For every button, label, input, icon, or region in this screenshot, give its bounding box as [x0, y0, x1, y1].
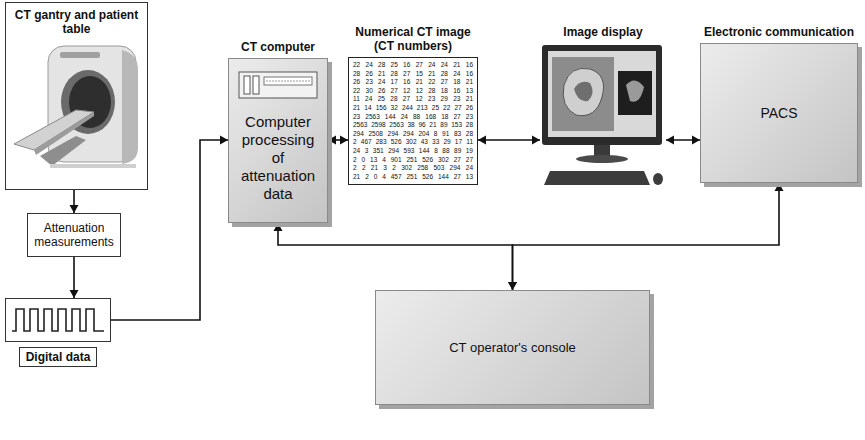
arrowhead	[692, 136, 700, 145]
number-grid-frame: 22 24 28 25 16 27 24 24 21 1628 26 21 28…	[348, 57, 478, 185]
table-cell-row: 22 24 28 25 16 27 24 24 21 16	[353, 61, 473, 70]
arrowhead	[70, 290, 79, 298]
table-cell-row: 11 24 25 28 27 12 23 29 23 21	[353, 95, 473, 104]
label-frame: Digital data	[19, 347, 98, 367]
box-label: Attenuation measurements	[32, 221, 116, 249]
scanner-box: CT gantry and patient table	[5, 2, 148, 190]
arrowhead	[220, 136, 228, 145]
table-cell-row: 24 3 351 294 593 144 8 88 89 19	[353, 147, 473, 156]
computer-panel: Computer processing of attenuation data	[228, 58, 328, 223]
connector-line	[278, 223, 513, 290]
table-cell-row: 21 2 0 4 457 251 526 144 27 13	[353, 173, 473, 182]
connector	[274, 223, 518, 290]
arrowhead	[478, 136, 486, 145]
console-box: CT operator's console	[375, 290, 650, 405]
connector	[478, 136, 540, 145]
arrowhead	[274, 223, 283, 231]
box-label: Digital data	[26, 350, 91, 364]
signal-box: Digital data	[5, 298, 111, 367]
square-wave-signal	[10, 305, 106, 335]
table-cell-row: 26 23 24 17 16 21 22 27 18 21	[353, 78, 473, 87]
box-heading: Image display	[540, 25, 666, 39]
table-cell-row: 2 0 13 4 901 251 526 302 27 27	[353, 156, 473, 165]
connector	[508, 183, 784, 290]
table-cell-row: 21 14 156 32 244 213 25 22 27 26	[353, 104, 473, 113]
computer-box: CT computer Computer processing of atten…	[228, 40, 328, 223]
process-box: Attenuation measurements	[27, 213, 121, 257]
arrowhead	[70, 205, 79, 213]
table-cell-row: 22 30 26 27 12 12 28 18 16 13	[353, 87, 473, 96]
connector-line	[513, 183, 780, 290]
table-cell-row: 294 2508 294 294 204 8 91 83 28	[353, 130, 473, 139]
panel-label: PACS	[760, 105, 797, 121]
box-heading: Electronic communication	[700, 25, 858, 39]
arrowhead	[340, 136, 348, 145]
box-heading: Numerical CT image (CT numbers)	[348, 25, 478, 53]
connector-line	[478, 139, 540, 141]
table-cell-row: 23 2563 144 24 88 168 18 27 23	[353, 113, 473, 122]
connector	[328, 136, 348, 145]
pacs-panel: PACS	[700, 43, 858, 183]
connector	[70, 190, 79, 213]
box-heading: CT gantry and patient table	[10, 8, 143, 36]
arrowhead	[666, 136, 674, 145]
signal-frame	[5, 298, 111, 342]
arrowhead	[532, 136, 540, 145]
monitor-illustration	[540, 45, 666, 195]
box-heading: CT computer	[228, 40, 328, 54]
ct-scanner-illustration	[10, 40, 143, 180]
arrowhead	[775, 183, 784, 191]
computer-icon	[238, 71, 318, 99]
ct-number-grid: Numerical CT image (CT numbers) 22 24 28 …	[348, 25, 478, 185]
display-box: Image display	[540, 25, 666, 195]
arrowhead	[508, 282, 517, 290]
panel-label: CT operator's console	[449, 340, 576, 356]
table-cell-row: 2 2 21 3 2 302 258 503 294 24	[353, 164, 473, 173]
connector	[70, 257, 79, 298]
table-cell-row: 28 26 21 28 27 15 21 28 24 16	[353, 70, 473, 79]
panel-label: Computer processing of attenuation data	[235, 113, 321, 203]
table-cell-row: 2563 2598 2563 38 96 21 89 153 28	[353, 121, 473, 130]
pacs-box: Electronic communicationPACS	[700, 25, 858, 183]
connector	[666, 136, 700, 145]
table-cell-row: 2 467 283 526 302 43 33 29 17 11	[353, 138, 473, 147]
arrowhead	[328, 136, 336, 145]
arrowhead	[508, 282, 517, 290]
